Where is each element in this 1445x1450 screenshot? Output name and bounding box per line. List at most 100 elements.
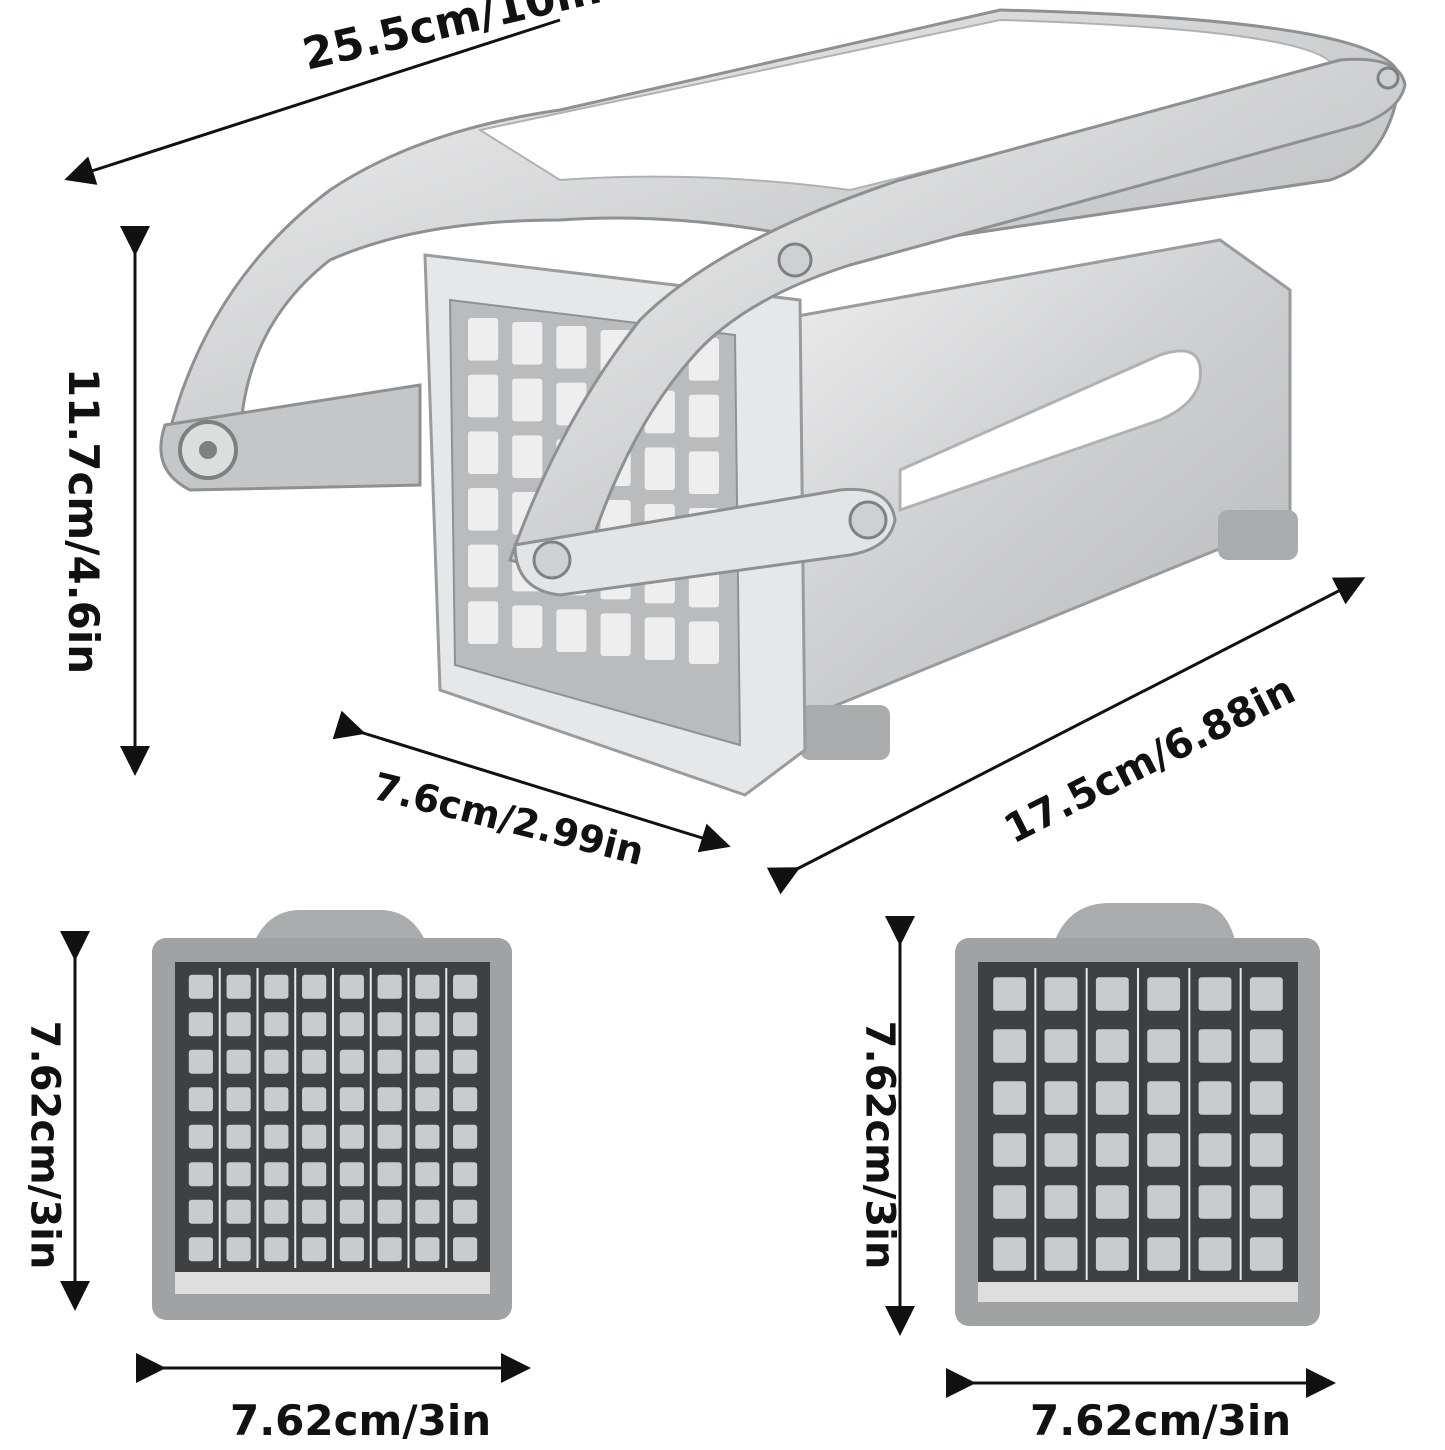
blade-fine-cell [302, 1049, 327, 1074]
blade-coarse [955, 903, 1320, 1326]
blade-coarse-cell [1198, 1133, 1232, 1167]
blade-fine-cell [226, 1012, 251, 1037]
blade-fine-cell [377, 1012, 402, 1037]
blade-fine-cell [188, 974, 213, 999]
blade-fine-cell [302, 1087, 327, 1112]
blade1-height-label: 7.62cm/3in [21, 1020, 68, 1270]
cutter-slot [898, 349, 1202, 513]
lever-end-bolt [1376, 66, 1400, 90]
front-blade-cell [556, 326, 587, 369]
blade-fine-cell [226, 1124, 251, 1149]
front-blade-cell [688, 451, 719, 494]
blade-coarse-cell [1044, 1133, 1078, 1167]
blade-fine-cell [453, 1049, 478, 1074]
lever-bolt [777, 242, 813, 278]
dimension-arrows [60, 18, 1366, 1398]
blade-fine-cell [453, 1162, 478, 1187]
front-blade-cell [512, 322, 543, 365]
blade-fine-cell [453, 1087, 478, 1112]
link-bolt-left [532, 540, 572, 580]
depth-arrow [766, 577, 1366, 895]
blade-fine-cell [339, 1162, 364, 1187]
blade-coarse-cell [1198, 1081, 1232, 1115]
blade-fine-cell [453, 1199, 478, 1224]
blade-fine-cell [339, 1237, 364, 1262]
front-blade-cell [644, 447, 675, 490]
blade1-width-label: 7.62cm/3in [230, 1396, 492, 1445]
blade-coarse-cell [1249, 977, 1283, 1011]
blade-coarse-cell [1095, 1133, 1129, 1167]
blade-coarse-cell [1147, 977, 1181, 1011]
front-blade-cell [688, 621, 719, 664]
blade-fine-cell [377, 1124, 402, 1149]
blade-fine-cell [415, 1049, 440, 1074]
blade-fine-cell [415, 1124, 440, 1149]
blade-fine-cell [453, 1124, 478, 1149]
front-blade-cell [512, 378, 543, 422]
blade-fine-edge [175, 1272, 490, 1294]
front-blade-cell [512, 605, 543, 648]
blade-fine-cell [377, 1162, 402, 1187]
blade-fine-cell [264, 1087, 289, 1112]
blade-fine [152, 910, 512, 1320]
front-blade-cell [468, 374, 499, 418]
front-blade-cell [468, 318, 499, 361]
blade-coarse-edge [978, 1282, 1298, 1302]
blade-coarse-cell [1249, 1237, 1283, 1271]
blade-fine-cell [377, 1199, 402, 1224]
blade-coarse-cell [1095, 1029, 1129, 1063]
blade-fine-cell [302, 1012, 327, 1037]
blade-fine-cell [377, 974, 402, 999]
blade-coarse-cell [1095, 1237, 1129, 1271]
front-width-arrow [332, 710, 731, 853]
blade-coarse-cell [993, 977, 1027, 1011]
blade-fine-cell [264, 1162, 289, 1187]
blade-fine-cell [226, 1162, 251, 1187]
blade-coarse-cell [1198, 1237, 1232, 1271]
blade-coarse-cell [1147, 1081, 1181, 1115]
blade-fine-cell [415, 974, 440, 999]
blade-fine-cell [339, 1049, 364, 1074]
front-blade-cell [468, 601, 499, 644]
blade-coarse-cell [993, 1185, 1027, 1219]
blade-fine-cell [264, 1237, 289, 1262]
blade-fine-cell [302, 1162, 327, 1187]
blade-fine-cell [339, 1199, 364, 1224]
front-blade-cell [688, 394, 719, 438]
blade-coarse-cell [1095, 977, 1129, 1011]
front-blade-cell [512, 435, 543, 478]
blade-fine-cell [453, 974, 478, 999]
front-blade-cell [600, 613, 631, 656]
blade-coarse-tab [1055, 903, 1235, 940]
front-blade-cell [468, 488, 499, 531]
blade-fine-grid [188, 968, 478, 1268]
pivot-bolt-center [199, 441, 217, 459]
blade-coarse-cell [1249, 1185, 1283, 1219]
blade-coarse-cell [1095, 1185, 1129, 1219]
blade-fine-cell [226, 1199, 251, 1224]
blade-fine-cell [339, 1124, 364, 1149]
blade-fine-cell [339, 974, 364, 999]
blade-fine-cell [453, 1237, 478, 1262]
blade-fine-cell [377, 1237, 402, 1262]
blade-coarse-cell [1095, 1081, 1129, 1115]
blade-coarse-cell [1044, 977, 1078, 1011]
blade-fine-cell [302, 1124, 327, 1149]
blade-coarse-cell [1249, 1029, 1283, 1063]
blade-coarse-cell [1147, 1029, 1181, 1063]
blade-coarse-cell [1198, 977, 1232, 1011]
blade2-height-label: 7.62cm/3in [856, 1020, 903, 1270]
blade-fine-cell [264, 1049, 289, 1074]
blade-fine-cell [188, 1049, 213, 1074]
blade-fine-cell [415, 1162, 440, 1187]
blade-fine-cell [302, 974, 327, 999]
blade-coarse-cell [993, 1029, 1027, 1063]
blade-fine-cell [188, 1124, 213, 1149]
blade-fine-cell [188, 1162, 213, 1187]
blade-fine-cell [264, 1199, 289, 1224]
blade-coarse-cell [1147, 1185, 1181, 1219]
blade-coarse-cell [993, 1237, 1027, 1271]
blade-coarse-grid [993, 968, 1283, 1280]
